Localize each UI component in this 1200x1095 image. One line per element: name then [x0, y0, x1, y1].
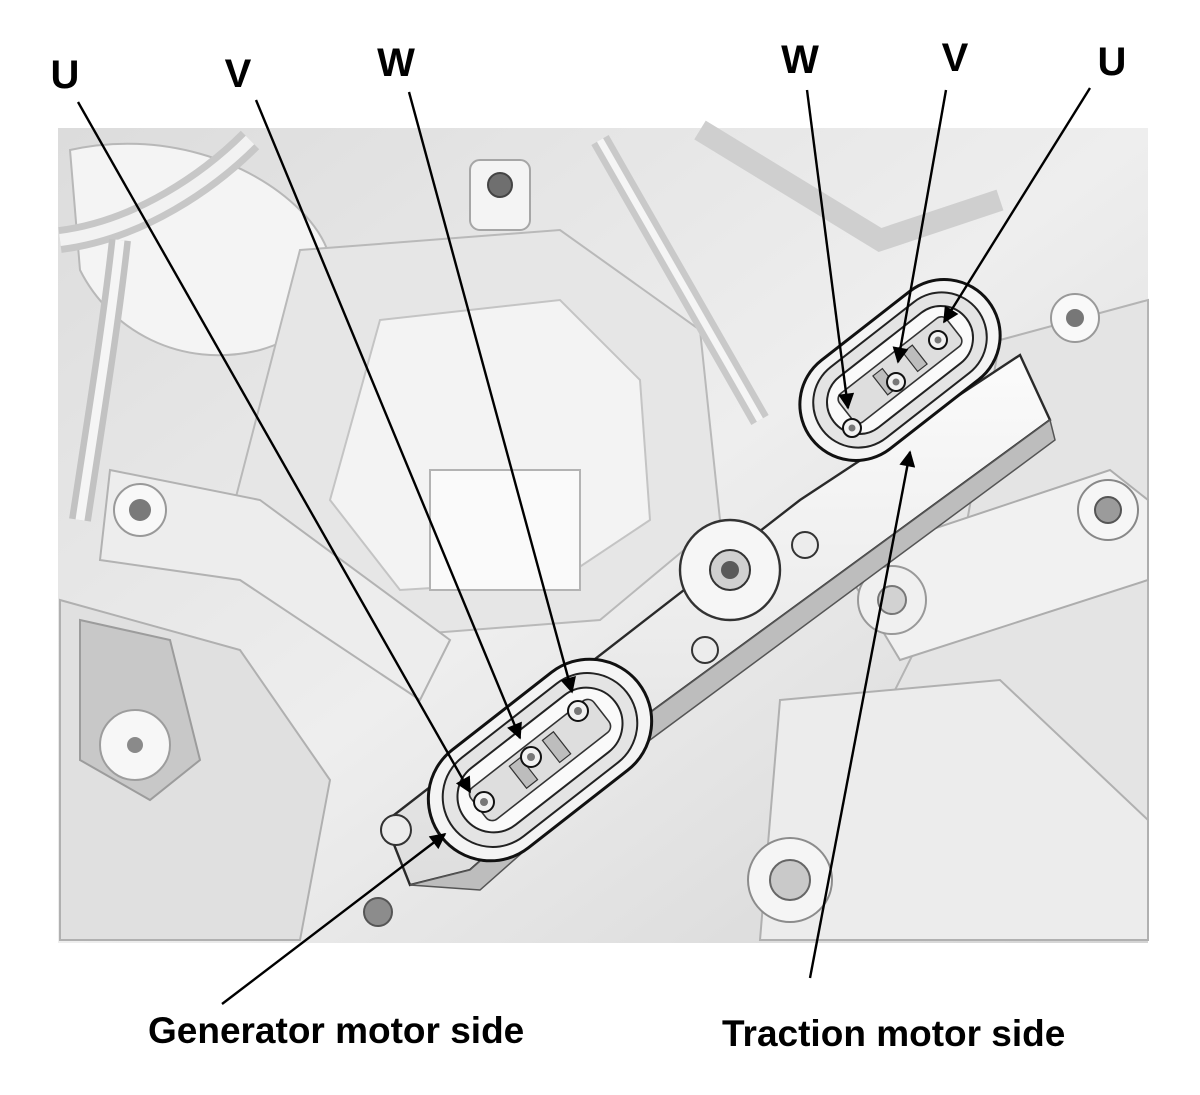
pipe-left-vertical-highlight — [75, 239, 125, 521]
plate-small-bolt-3 — [380, 814, 412, 846]
generator-phase-label-u: U — [51, 53, 80, 97]
traction-phase-label-u: U — [1098, 40, 1127, 84]
traction-side-caption: Traction motor side — [722, 1013, 1065, 1054]
traction-phase-label-v: V — [942, 36, 969, 80]
top-bracket-hole — [487, 172, 513, 198]
generator-phase-label-w: W — [377, 41, 415, 85]
leader-generator-w — [407, 91, 576, 694]
brace-right — [694, 120, 1004, 253]
generator-side-caption: Generator motor side — [148, 1010, 524, 1051]
central-block — [429, 469, 581, 591]
captions: Generator motor side Traction motor side — [148, 1010, 1065, 1054]
leader-lines — [76, 87, 1092, 1005]
leader-traction-caption — [808, 450, 916, 979]
plate-small-bolt-2 — [691, 636, 719, 664]
leader-traction-w — [805, 89, 855, 410]
leader-traction-u — [942, 87, 1092, 324]
leader-generator-v — [254, 99, 522, 740]
right-hex-bolt-center — [877, 585, 907, 615]
leader-traction-v — [892, 89, 948, 364]
leader-generator-caption — [221, 833, 447, 1005]
transmission-illustration — [58, 120, 1149, 943]
generator-phase-label-v: V — [225, 52, 252, 96]
lower-center-clip — [363, 897, 393, 927]
pipe-upper-left-highlight — [59, 135, 255, 246]
sensor-left-center — [127, 737, 143, 753]
leader-generator-u — [76, 101, 472, 794]
plate-small-bolt-1 — [791, 531, 819, 559]
phase-labels: U V W W V U — [51, 36, 1127, 97]
generator-terminals — [473, 700, 589, 813]
traction-phase-label-w: W — [781, 38, 819, 82]
plate-mount-hole-inner — [721, 561, 739, 579]
left-arm — [98, 468, 452, 702]
left-arm-eye-hole — [129, 499, 151, 521]
upper-right-eye-hole — [1066, 309, 1084, 327]
brace-upper-highlight — [596, 138, 764, 422]
traction-terminals — [842, 330, 948, 438]
right-bolt-center — [1094, 496, 1122, 524]
lower-right-bolt-center — [769, 859, 811, 901]
